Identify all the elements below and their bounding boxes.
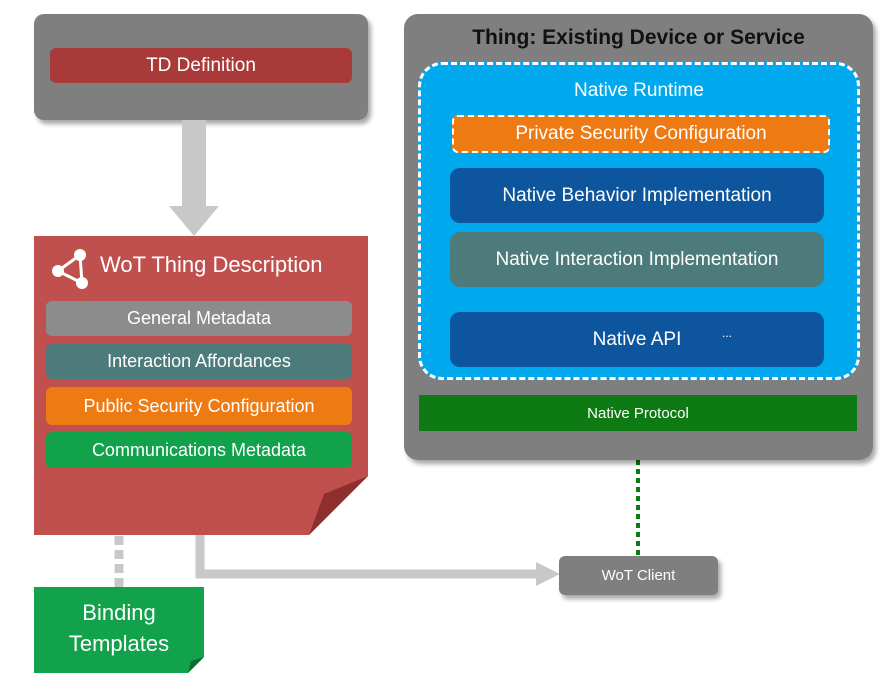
native-runtime-label: Native Runtime — [574, 80, 704, 101]
td-to-client-arrowhead — [536, 562, 560, 586]
general-metadata-block: General Metadata — [46, 301, 352, 336]
td-definition-label: TD Definition — [50, 48, 352, 83]
interaction-affordances-block: Interaction Affordances — [46, 344, 352, 379]
binding-templates-document — [34, 587, 204, 673]
binding-templates-line1: Binding — [82, 600, 156, 625]
share-icon — [52, 249, 88, 289]
native-api-ellipsis: ... — [722, 326, 733, 340]
private-security-configuration-block: Private Security Configuration — [452, 115, 830, 153]
binding-templates-label: Binding Templates — [34, 597, 204, 659]
native-api-block: Native API — [450, 312, 824, 367]
thing-description-title: WoT Thing Description — [100, 252, 323, 277]
thing-panel-title: Thing: Existing Device or Service — [472, 26, 805, 49]
communications-metadata-block: Communications Metadata — [46, 432, 352, 468]
wot-client-box: WoT Client — [559, 556, 718, 595]
binding-templates-line2: Templates — [68, 631, 170, 656]
native-protocol-bar: Native Protocol — [419, 395, 857, 431]
td-definition-down-arrow — [169, 120, 219, 236]
public-security-configuration-block: Public Security Configuration — [46, 387, 352, 425]
native-interaction-implementation-block: Native Interaction Implementation — [450, 232, 824, 287]
native-behavior-implementation-block: Native Behavior Implementation — [450, 168, 824, 223]
